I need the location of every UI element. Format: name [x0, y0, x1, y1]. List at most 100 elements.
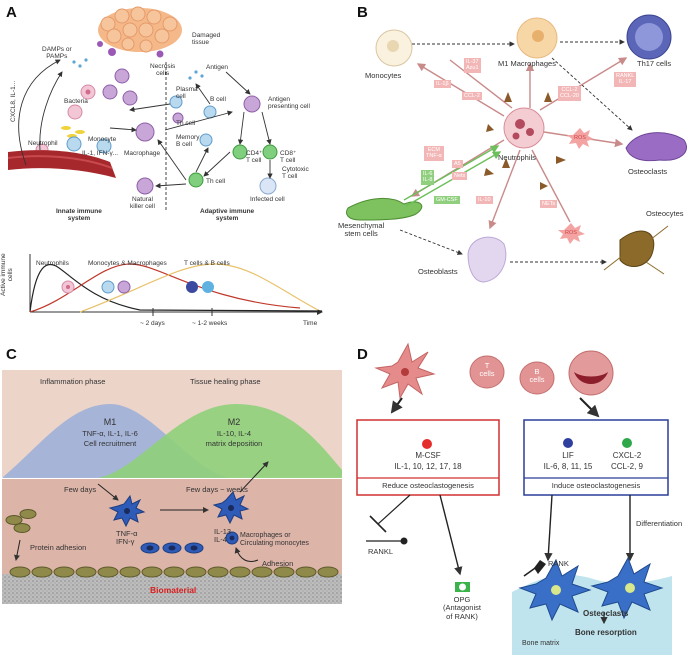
label-t-cells: T cells: [479, 361, 495, 379]
label-rankl: RANKL: [368, 547, 394, 556]
tag-nets2: NETs: [540, 200, 558, 209]
label-memory-b: Memory B cell: [176, 134, 200, 149]
label-antigen: Antigen: [206, 64, 229, 71]
reduce-box: [356, 419, 500, 496]
label-induce: Induce osteoclastogenesis: [551, 481, 641, 490]
label-macrophage: Macrophage: [124, 150, 161, 157]
label-neutrophils: Neutrophils: [498, 153, 536, 162]
label-m1-line1: TNF-α, IL-1, IL-6: [82, 429, 138, 438]
label-bone-matrix: Bone matrix: [522, 640, 560, 647]
label-infected: Infected cell: [250, 196, 285, 203]
label-differentiation: Differentiation: [636, 519, 683, 528]
label-macrophages-monocytes: Macrophages or Circulating monocytes: [240, 532, 309, 547]
label-osteoclasts-b: Osteoclasts: [628, 167, 668, 176]
label-m1-line2: Cell recruitment: [83, 439, 137, 448]
tag-nets: Nets: [452, 172, 468, 181]
label-neutrophil: Neutrophil: [28, 140, 58, 147]
label-cd4: CD4⁺ T cell: [246, 150, 263, 165]
label-lif-list: IL-6, 8, 11, 15: [543, 462, 593, 471]
tag-ros-b: ROS: [565, 230, 577, 236]
label-tnf-ifn: TNF-α IFN-γ: [116, 529, 138, 547]
label-m2-line1: IL-10, IL-4: [216, 429, 252, 438]
panel-d-graphics: [356, 342, 672, 655]
label-nk: Natural killer cell: [130, 196, 155, 211]
legend-neutrophils: Neutrophils: [36, 260, 69, 267]
timeline-ylabel: Active immune cells: [0, 253, 15, 296]
label-lif: LIF: [562, 451, 574, 460]
tick-1-2-weeks: ~ 1-2 weeks: [192, 320, 228, 327]
legend-monocytes: Monocytes & Macrophages: [88, 260, 167, 267]
label-osteoclasts-d: Osteoclasts: [583, 609, 629, 618]
label-cd8: CD8⁺ T cell: [280, 150, 297, 165]
label-few-days: Few days: [64, 485, 97, 494]
label-innate: Innate immune system: [56, 208, 102, 223]
label-apc: Antigen presenting cell: [268, 96, 310, 111]
panel-b-graphics: [346, 14, 687, 283]
timeline-chart: [29, 254, 323, 316]
label-damaged-tissue: Damaged tissue: [192, 32, 221, 47]
label-opg: OPG (Antagonist of RANK): [443, 595, 481, 621]
label-rank: RANK: [548, 559, 569, 568]
damaged-tissue-cells: [97, 6, 182, 58]
label-cxcl2-list: CCL-2, 9: [610, 462, 643, 471]
label-th-cell-top: Th cell: [176, 120, 196, 127]
label-osteocytes: Osteocytes: [646, 209, 684, 218]
label-cxcl8: CXCL8, IL-1...: [10, 80, 17, 122]
ros-burst-a: [567, 128, 594, 149]
label-monocyte: Monocyte: [88, 136, 117, 143]
label-adhesion: Adhesion: [262, 559, 294, 568]
tag-il1b: IL-1β: [434, 80, 451, 89]
label-bone-resorption: Bone resorption: [575, 628, 637, 637]
label-b-cells: B cells: [529, 367, 545, 385]
tag-ros-a: ROS: [574, 135, 586, 141]
label-th17: Th17 cells: [637, 59, 672, 68]
label-osteoblasts: Osteoblasts: [418, 267, 458, 276]
label-monocytes: Monocytes: [365, 71, 402, 80]
neutrophils-curve: [29, 263, 323, 313]
label-m2-line2: matrix deposition: [205, 439, 263, 448]
tag-il37: IL-37 Azu1: [464, 58, 481, 73]
label-m1-title: M1: [103, 417, 117, 427]
label-plasma-cell: Plasma cell: [176, 86, 198, 101]
cell-layer: [9, 566, 339, 578]
panel-d-letter: D: [357, 346, 368, 363]
label-biomaterial: Biomaterial: [150, 585, 197, 595]
label-damps: DAMPs or PAMPs: [42, 46, 72, 61]
panel-c-graphics: [2, 370, 342, 604]
tick-2-days: ~ 2 days: [140, 320, 165, 327]
tag-ccl2-a: CCL-2: [462, 92, 482, 101]
label-necrosis: Necrosis cells: [150, 63, 176, 78]
label-cxcl2: CXCL-2: [612, 451, 642, 460]
label-few-weeks: Few days ~ weeks: [186, 485, 248, 494]
mcsf-dot: [422, 439, 432, 449]
label-cytotoxic: Cytotoxic T cell: [282, 166, 309, 181]
timeline-xlabel: Time: [303, 320, 318, 327]
label-protein-adhesion: Protein adhesion: [30, 543, 87, 552]
label-adaptive: Adaptive immune system: [200, 208, 255, 223]
tag-gmcsf: GM-CSF: [434, 196, 460, 205]
label-il13-il4: IL-13 IL-4: [214, 527, 232, 545]
label-il1-ifn: IL-1, IFN-γ...: [82, 150, 119, 157]
lif-dot: [563, 438, 573, 448]
tag-rankl: RANKL IL-17: [614, 72, 637, 87]
induce-box: [523, 419, 669, 496]
label-mcsf-list: IL-1, 10, 12, 17, 18: [394, 462, 462, 471]
label-healing: Tissue healing phase: [190, 377, 261, 386]
panel-a-letter: A: [6, 4, 17, 21]
tag-il10: IL-10: [476, 196, 493, 205]
cxcl2-dot: [622, 438, 632, 448]
label-th-cell: Th cell: [206, 178, 226, 185]
label-m1: M1 Macrophages: [498, 59, 556, 68]
ros-burst-b: [558, 223, 585, 244]
panel-c-letter: C: [6, 346, 17, 363]
tag-ecm: ECM TNF-α: [424, 146, 444, 161]
panel-b-letter: B: [357, 4, 368, 21]
tag-il6: IL-6 IL-8: [421, 170, 435, 185]
tag-a5: A5: [452, 160, 463, 169]
label-inflammation: Inflammation phase: [40, 377, 106, 386]
label-msc: Mesenchymal stem cells: [338, 221, 385, 239]
legend-tcells: T cells & B cells: [184, 260, 230, 267]
tag-ccl2-b: CCL-2 CCL-20: [558, 86, 581, 101]
label-reduce: Reduce osteoclastogenesis: [382, 481, 474, 490]
